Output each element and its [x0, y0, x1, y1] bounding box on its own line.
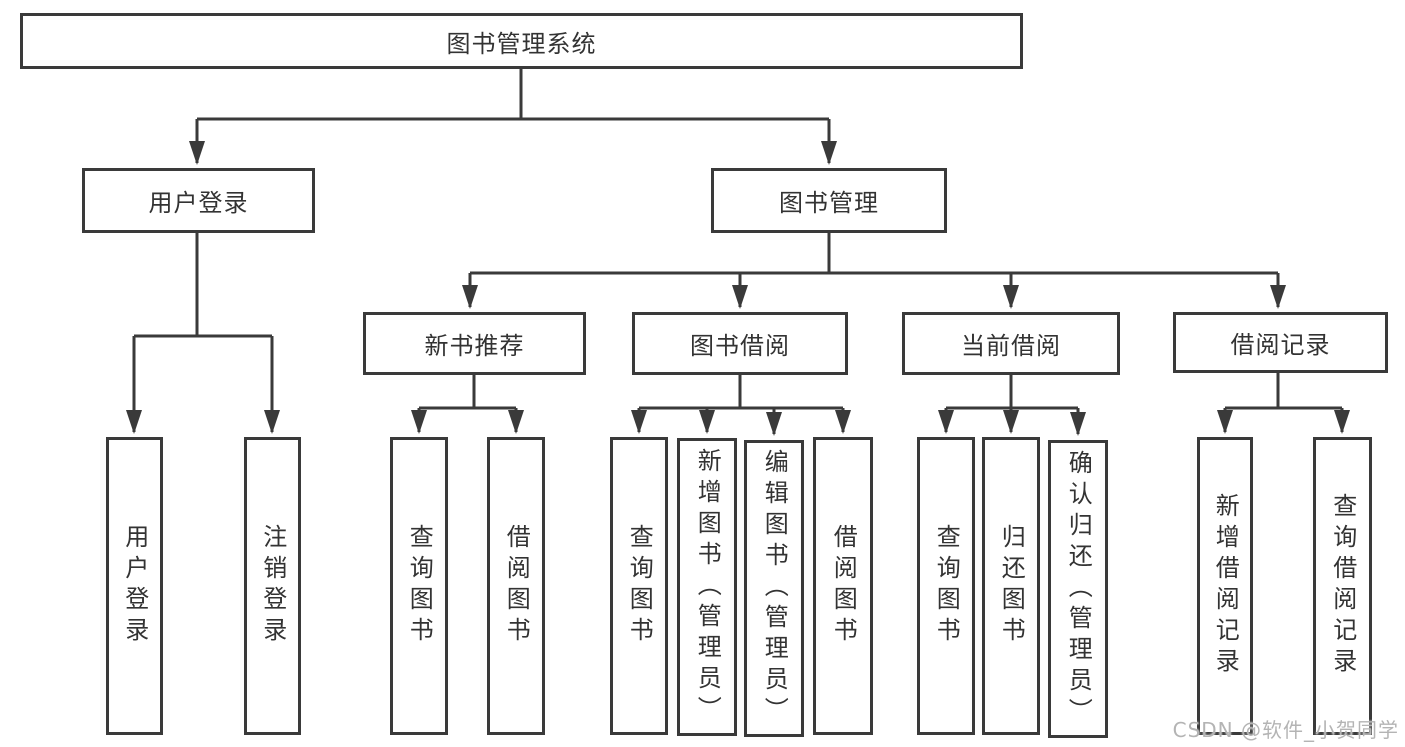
node-root-library-system: 图书管理系统 [20, 13, 1023, 69]
leaf-return-book: 归还图书 [982, 437, 1040, 735]
node-book-management: 图书管理 [711, 168, 947, 233]
leaf-add-book-admin: 新增图书（管理员） [677, 438, 737, 736]
node-book-management-label: 图书管理 [779, 189, 879, 217]
node-user-login: 用户登录 [82, 168, 315, 233]
leaf-query-book-current: 查询图书 [917, 437, 975, 735]
connector-root-to-level2 [189, 69, 837, 165]
csdn-watermark: CSDN @软件_小贺同学 [1172, 718, 1399, 742]
leaf-query-borrow-record: 查询借阅记录 [1313, 437, 1372, 735]
leaf-query-book-borrowing: 查询图书 [610, 437, 668, 735]
node-book-borrowing: 图书借阅 [632, 312, 848, 375]
leaf-edit-book-admin: 编辑图书（管理员） [744, 440, 804, 737]
node-book-borrowing-label: 图书借阅 [690, 332, 790, 360]
leaf-user-login: 用户登录 [106, 437, 163, 735]
connector-user-login-to-leaves [126, 233, 280, 434]
node-current-borrowing-label: 当前借阅 [961, 332, 1061, 360]
node-user-login-label: 用户登录 [148, 189, 249, 217]
leaf-confirm-return-admin: 确认归还（管理员） [1048, 440, 1108, 738]
node-borrowing-records-label: 借阅记录 [1230, 331, 1331, 359]
connector-book-borrowing-to-leaves [631, 375, 851, 436]
leaf-query-book-recommend: 查询图书 [390, 437, 448, 735]
node-root-label: 图书管理系统 [446, 29, 597, 58]
connector-book-management-to-level3 [462, 233, 1286, 309]
node-current-borrowing: 当前借阅 [902, 312, 1120, 375]
connector-new-book-recommend-to-leaves [411, 375, 524, 434]
leaf-logout: 注销登录 [244, 437, 301, 735]
leaf-borrow-book-recommend: 借阅图书 [487, 437, 545, 735]
leaf-add-borrow-record: 新增借阅记录 [1197, 437, 1253, 735]
connector-current-borrowing-to-leaves [938, 375, 1086, 436]
leaf-borrow-book-borrowing: 借阅图书 [813, 437, 873, 735]
node-borrowing-records: 借阅记录 [1173, 312, 1388, 373]
connector-borrowing-records-to-leaves [1217, 373, 1350, 434]
node-new-book-recommend: 新书推荐 [363, 312, 586, 375]
node-new-book-recommend-label: 新书推荐 [424, 332, 525, 360]
